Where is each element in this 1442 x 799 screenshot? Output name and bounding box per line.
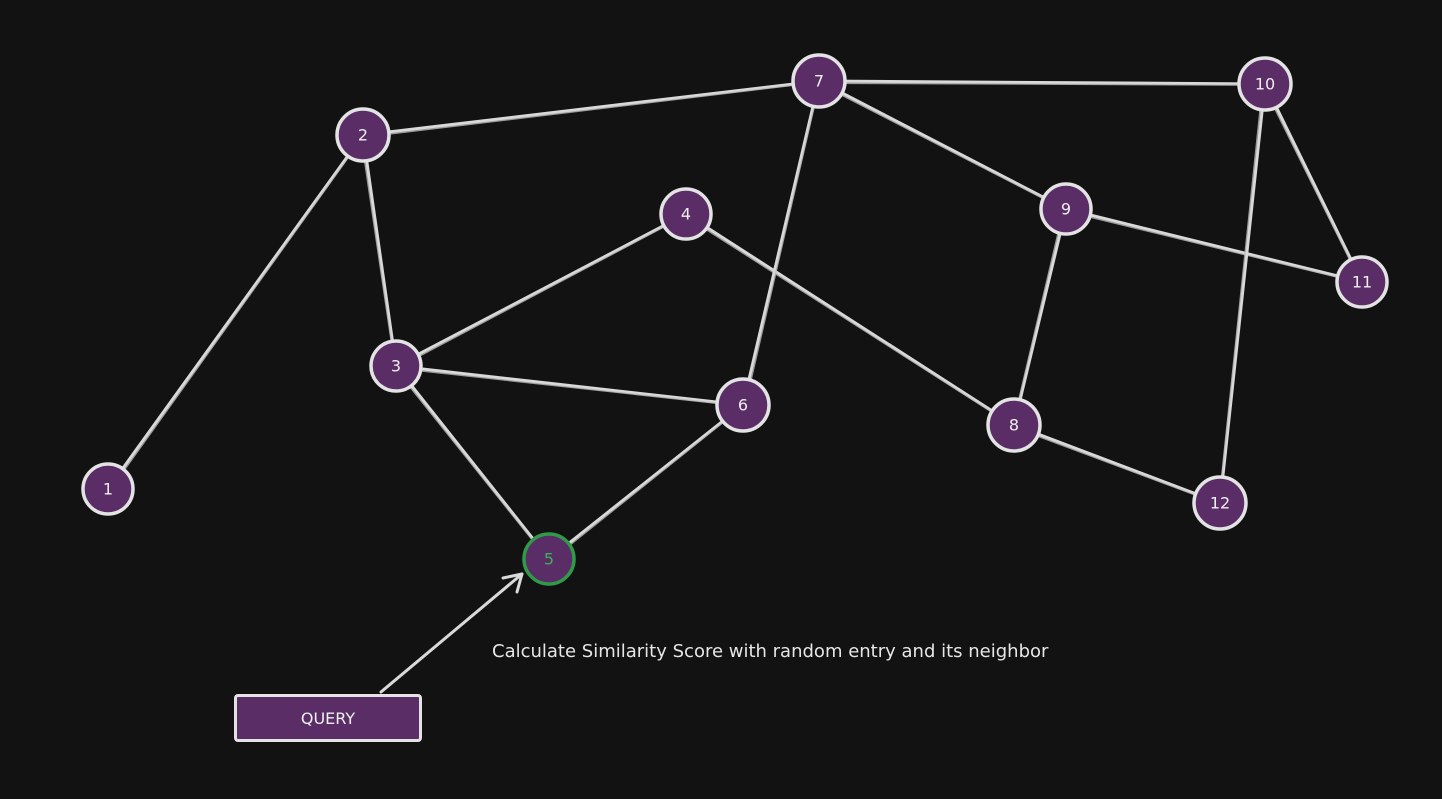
edge-stroke — [1218, 82, 1267, 505]
node-circle — [659, 187, 713, 241]
graph-node-6[interactable]: 6 — [715, 377, 771, 433]
edge-3-5 — [393, 364, 551, 561]
query-arrow-shaft — [379, 572, 524, 694]
edge-10-11 — [1262, 82, 1364, 284]
edge-sketch-stroke — [818, 82, 1266, 86]
edge-sketch-stroke — [1012, 207, 1065, 426]
edge-10-12 — [1218, 82, 1267, 505]
edge-9-8 — [1012, 207, 1068, 427]
arrow-head-icon — [501, 572, 524, 594]
graph-node-4[interactable]: 4 — [659, 187, 713, 241]
graph-node-9[interactable]: 9 — [1039, 182, 1093, 236]
edge-2-7 — [361, 79, 821, 138]
node-circle — [81, 462, 135, 516]
edge-9-11 — [1064, 207, 1364, 284]
edge-stroke — [361, 133, 398, 368]
edge-sketch-stroke — [1262, 84, 1362, 284]
edge-sketch-stroke — [393, 366, 549, 561]
edge-stroke — [106, 133, 365, 491]
node-label: 7 — [814, 72, 824, 91]
node-circle — [791, 53, 847, 109]
edge-sketch-stroke — [396, 214, 688, 369]
similarity-caption: Calculate Similarity Score with random e… — [492, 641, 1049, 662]
edge-sketch-stroke — [549, 405, 745, 562]
node-circle — [1237, 56, 1293, 112]
edge-2-3 — [360, 133, 398, 368]
node-label: 12 — [1210, 494, 1230, 513]
graph-node-12[interactable]: 12 — [1192, 475, 1248, 531]
edge-6-7 — [741, 79, 821, 407]
edge-sketch-stroke — [1064, 210, 1363, 284]
node-label: 4 — [681, 205, 691, 224]
query-button[interactable]: QUERY — [234, 694, 422, 742]
node-label: 10 — [1255, 75, 1275, 94]
node-label: 1 — [103, 480, 113, 499]
node-label: 3 — [391, 357, 401, 376]
graph-node-3[interactable]: 3 — [369, 339, 423, 393]
edge-stroke — [394, 212, 688, 368]
edge-stroke — [394, 364, 551, 561]
edge-stroke — [741, 79, 821, 407]
node-label: 11 — [1352, 273, 1372, 292]
node-label: 5 — [544, 550, 554, 569]
edge-stroke — [361, 79, 821, 137]
edge-7-9 — [817, 79, 1068, 211]
edge-stroke — [1263, 82, 1364, 284]
edge-sketch-stroke — [395, 367, 744, 407]
edge-sketch-stroke — [1012, 426, 1221, 505]
edge-stroke — [684, 212, 1016, 427]
graph-node-8[interactable]: 8 — [986, 397, 1042, 453]
edge-stroke — [1012, 207, 1068, 427]
edge-sketch-stroke — [684, 215, 1015, 427]
graph-node-2[interactable]: 2 — [335, 107, 391, 163]
edge-3-4 — [394, 212, 688, 369]
edge-8-12 — [1012, 423, 1222, 505]
edge-sketch-stroke — [109, 134, 365, 492]
node-circle — [335, 107, 391, 163]
node-circle — [1192, 475, 1248, 531]
node-label: 6 — [738, 396, 748, 415]
edge-stroke — [547, 403, 745, 561]
edge-sketch-stroke — [817, 82, 1067, 211]
edge-sketch-stroke — [360, 134, 396, 367]
graph-node-5[interactable]: 5 — [522, 532, 576, 586]
edge-sketch-stroke — [1218, 83, 1264, 504]
edge-3-6 — [394, 364, 745, 407]
graph-node-7[interactable]: 7 — [791, 53, 847, 109]
node-label: 2 — [358, 126, 368, 145]
edge-stroke — [817, 79, 1068, 211]
edge-sketch-stroke — [362, 81, 820, 138]
graph-node-11[interactable]: 11 — [1335, 255, 1389, 309]
node-circle — [1039, 182, 1093, 236]
node-circle — [1335, 255, 1389, 309]
graph-node-1[interactable]: 1 — [81, 462, 135, 516]
node-circle — [369, 339, 423, 393]
edge-7-10 — [817, 79, 1267, 86]
node-circle — [986, 397, 1042, 453]
edge-stroke — [817, 79, 1267, 86]
edge-stroke — [1064, 207, 1364, 284]
edge-4-8 — [684, 212, 1016, 427]
edge-stroke — [394, 364, 745, 407]
node-circle — [715, 377, 771, 433]
query-arrow — [379, 572, 524, 694]
node-label: 8 — [1009, 416, 1019, 435]
edge-5-6 — [547, 403, 745, 562]
graph-node-10[interactable]: 10 — [1237, 56, 1293, 112]
edge-sketch-stroke — [744, 80, 821, 407]
node-circle — [522, 532, 576, 586]
node-label: 9 — [1061, 200, 1071, 219]
edge-stroke — [1012, 423, 1222, 505]
graph-edges — [106, 79, 1364, 562]
query-button-label: QUERY — [300, 708, 356, 728]
edge-1-2 — [106, 133, 365, 492]
